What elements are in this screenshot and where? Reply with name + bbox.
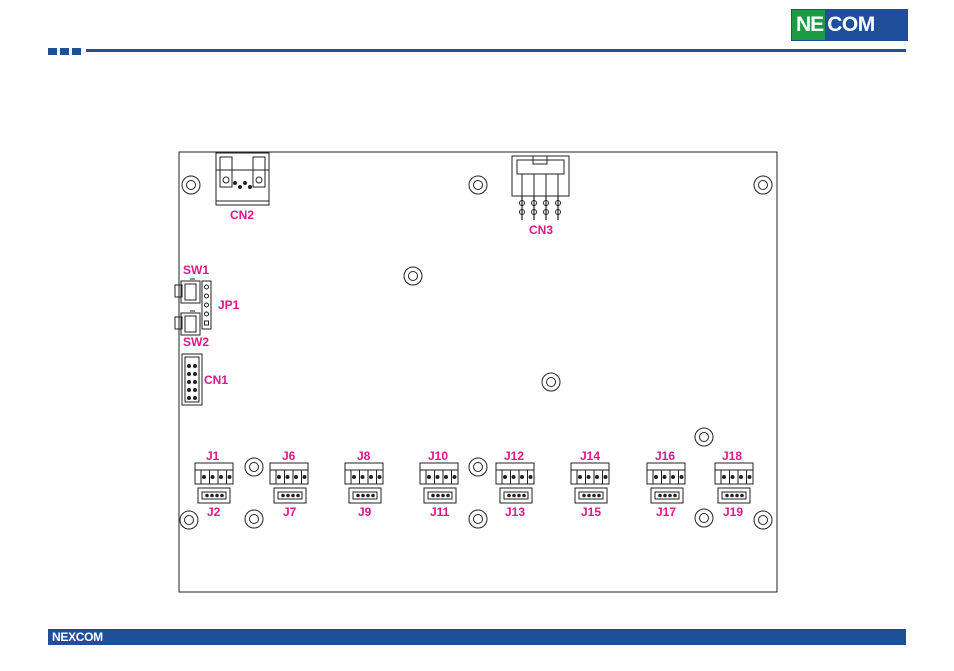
mounting-hole	[694, 508, 714, 528]
mounting-hole	[179, 510, 199, 530]
footer-logo: NEXCOM	[52, 630, 103, 644]
label-cn1: CN1	[204, 373, 229, 387]
mounting-hole	[541, 372, 561, 392]
upper-connector	[269, 462, 309, 485]
label-j15: J15	[581, 505, 602, 519]
cn1-header	[181, 353, 203, 406]
label-sw2: SW2	[183, 335, 210, 349]
upper-connector	[570, 462, 610, 485]
mounting-hole	[244, 457, 264, 477]
label-j11: J11	[430, 505, 450, 519]
upper-connector	[714, 462, 754, 485]
label-j1: J1	[206, 449, 220, 463]
header-square	[48, 48, 57, 55]
label-j2: J2	[207, 505, 221, 519]
label-j19: J19	[723, 505, 744, 519]
lower-connector	[717, 487, 751, 504]
lower-connector	[574, 487, 608, 504]
cn3-connector	[511, 155, 570, 220]
label-j10: J10	[428, 449, 449, 463]
upper-connector	[344, 462, 384, 485]
upper-connector	[646, 462, 686, 485]
nexcom-logo: NE COM	[791, 9, 908, 41]
header-rule	[86, 49, 906, 52]
mounting-hole	[468, 509, 488, 529]
label-j6: J6	[282, 449, 296, 463]
mounting-hole	[403, 266, 423, 286]
footer-bar: NEXCOM	[48, 629, 906, 645]
upper-connector	[419, 462, 459, 485]
mounting-hole	[244, 509, 264, 529]
cn2-connector	[215, 152, 270, 206]
label-cn3: CN3	[529, 223, 554, 237]
jp1-jumper	[201, 280, 212, 330]
sw2-switch	[174, 310, 201, 336]
sw1-switch	[174, 278, 201, 304]
logo-ne: NE	[792, 10, 826, 40]
upper-connector	[194, 462, 234, 485]
lower-connector	[423, 487, 457, 504]
mounting-hole	[181, 175, 201, 195]
logo-com: COM	[827, 13, 875, 36]
mounting-hole	[468, 175, 488, 195]
lower-connector	[348, 487, 382, 504]
label-j9: J9	[358, 505, 372, 519]
header-square	[60, 48, 69, 55]
label-j18: J18	[722, 449, 743, 463]
mounting-hole	[753, 510, 773, 530]
label-j12: J12	[504, 449, 525, 463]
mounting-hole	[468, 457, 488, 477]
label-j16: J16	[655, 449, 676, 463]
label-j13: J13	[505, 505, 526, 519]
mounting-hole	[753, 175, 773, 195]
mounting-holes	[179, 175, 773, 530]
board-outline	[178, 151, 778, 593]
header-square	[72, 48, 81, 55]
lower-connector	[499, 487, 533, 504]
label-cn2: CN2	[230, 208, 255, 222]
lower-connector	[197, 487, 231, 504]
label-jp1: JP1	[218, 298, 240, 312]
lower-connector	[273, 487, 307, 504]
label-j8: J8	[357, 449, 371, 463]
mounting-hole	[694, 427, 714, 447]
lower-connector	[650, 487, 684, 504]
label-j14: J14	[580, 449, 601, 463]
label-j17: J17	[656, 505, 677, 519]
label-sw1: SW1	[183, 263, 210, 277]
upper-connector	[495, 462, 535, 485]
label-j7: J7	[283, 505, 297, 519]
